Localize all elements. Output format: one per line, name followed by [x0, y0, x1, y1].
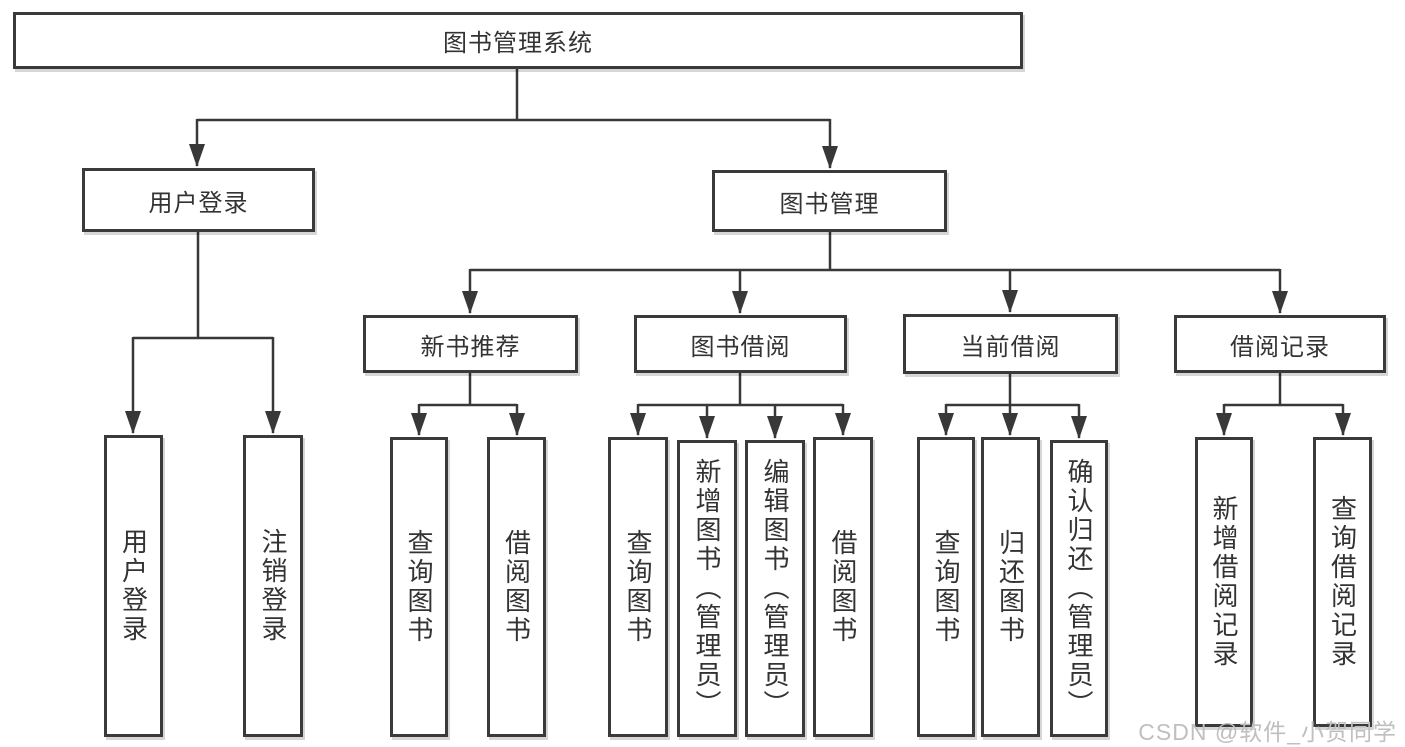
- leaf-current-return-books: 归还图书: [981, 437, 1040, 737]
- leaf-current-query-books: 查询图书: [917, 437, 975, 737]
- leaf-records-add-borrow-record: 新增借阅记录: [1195, 437, 1253, 727]
- node-library-management-system: 图书管理系统: [13, 12, 1023, 69]
- leaf-newrec-borrow-books: 借阅图书: [487, 437, 546, 737]
- leaf-borrow-add-books-admin: 新增图书（管理员）: [677, 440, 737, 737]
- leaf-logout: 注销登录: [243, 435, 303, 737]
- leaf-borrow-borrow-books: 借阅图书: [813, 437, 873, 737]
- node-book-management: 图书管理: [712, 170, 947, 232]
- node-new-book-recommend: 新书推荐: [363, 315, 578, 373]
- node-book-borrow: 图书借阅: [634, 315, 847, 373]
- leaf-records-query-borrow-record: 查询借阅记录: [1313, 437, 1372, 727]
- node-user-login: 用户登录: [82, 168, 315, 232]
- leaf-user-login: 用户登录: [104, 435, 163, 737]
- csdn-watermark: CSDN @软件_小贺同学: [1138, 719, 1397, 745]
- node-borrow-records: 借阅记录: [1174, 315, 1386, 373]
- leaf-borrow-query-books: 查询图书: [608, 437, 668, 737]
- leaf-newrec-query-books: 查询图书: [390, 437, 448, 737]
- leaf-current-confirm-return-admin: 确认归还（管理员）: [1050, 440, 1108, 737]
- node-current-borrow: 当前借阅: [903, 314, 1118, 374]
- leaf-borrow-edit-books-admin: 编辑图书（管理员）: [745, 440, 805, 737]
